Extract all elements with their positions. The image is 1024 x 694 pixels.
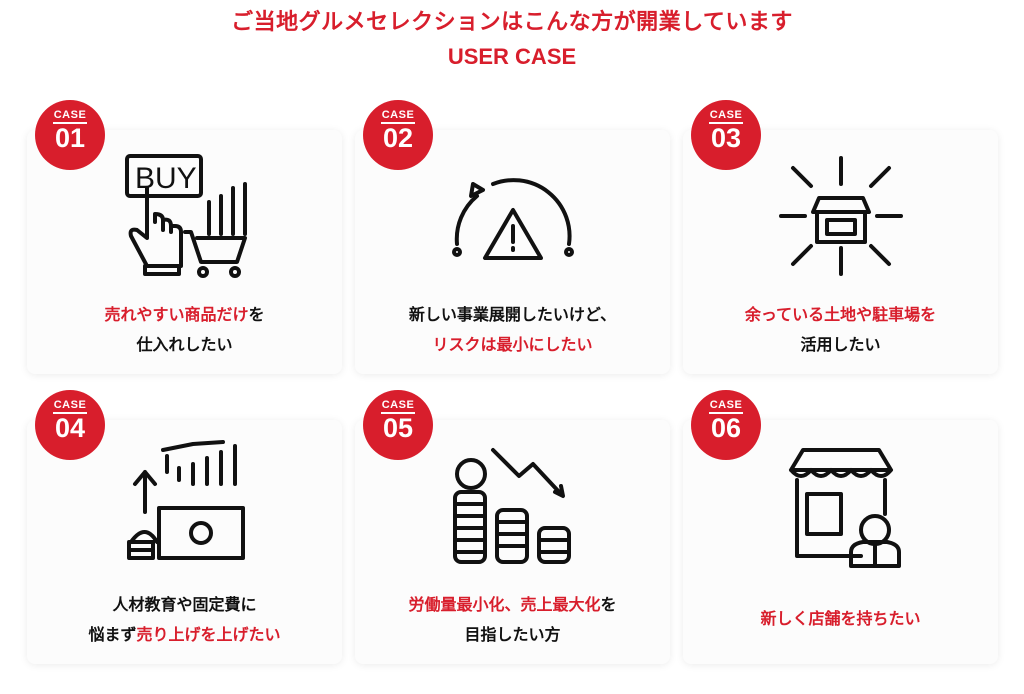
case-text: 活用したい — [800, 335, 881, 354]
highlight-text: 売り上げを上げたい — [136, 625, 281, 644]
highlight-text: リスクは最小にしたい — [432, 335, 593, 354]
case-text-line: 売れやすい商品だけを — [27, 300, 342, 330]
case-card-05: 労働量最小化、売上最大化を目指したい方 — [355, 420, 670, 664]
case-text-line: 労働量最小化、売上最大化を — [355, 590, 670, 620]
case-label: CASE — [380, 399, 416, 414]
highlight-text: 売れやすい商品だけ — [104, 305, 249, 324]
case-text-line: 仕入れしたい — [27, 330, 342, 360]
case-description: 労働量最小化、売上最大化を目指したい方 — [355, 590, 670, 650]
case-description: 売れやすい商品だけを仕入れしたい — [27, 300, 342, 360]
case-label: CASE — [52, 399, 88, 414]
case-text: 新しい事業展開したいけど、 — [408, 305, 617, 324]
case-text: を — [600, 595, 617, 614]
case-description: 新しい事業展開したいけど、リスクは最小にしたい — [355, 300, 670, 360]
highlight-text: 新しく店舗を持ちたい — [760, 609, 921, 628]
case-card-06: 新しく店舗を持ちたい — [683, 420, 998, 664]
svg-text:BUY: BUY — [135, 162, 197, 195]
case-text: 人材教育や固定費に — [112, 595, 257, 614]
case-card-04: 人材教育や固定費に悩まず売り上げを上げたい — [27, 420, 342, 664]
case-description: 余っている土地や駐車場を活用したい — [683, 300, 998, 360]
case-card-03: 余っている土地や駐車場を活用したい — [683, 130, 998, 374]
case-text: 悩まず — [88, 625, 137, 644]
case-text-line: 活用したい — [683, 330, 998, 360]
case-number: 05 — [382, 413, 414, 443]
case-text-line: 人材教育や固定費に — [27, 590, 342, 620]
store-expand-icon — [771, 148, 911, 283]
case-number: 02 — [382, 123, 414, 153]
case-description: 人材教育や固定費に悩まず売り上げを上げたい — [27, 590, 342, 650]
case-number: 04 — [54, 413, 86, 443]
section-title: ご当地グルメセレクションはこんな方が開業しています — [231, 10, 793, 35]
case-card-02: 新しい事業展開したいけど、リスクは最小にしたい — [355, 130, 670, 374]
case-text-line: 新しい事業展開したいけど、 — [355, 300, 670, 330]
case-label: CASE — [708, 109, 744, 124]
case-text-line: 悩まず売り上げを上げたい — [27, 620, 342, 650]
case-text: 目指したい方 — [464, 625, 561, 644]
case-text-line: 目指したい方 — [355, 620, 670, 650]
case-description: 新しく店舗を持ちたい — [683, 604, 998, 634]
case-text-line: 余っている土地や駐車場を — [683, 300, 998, 330]
highlight-text: 余っている土地や駐車場を — [744, 305, 937, 324]
case-label: CASE — [380, 109, 416, 124]
case-number: 06 — [710, 413, 742, 443]
coins-decline-icon — [443, 438, 583, 573]
section-subtitle: USER CASE — [447, 44, 577, 69]
case-text: 仕入れしたい — [136, 335, 233, 354]
case-label: CASE — [52, 109, 88, 124]
case-label: CASE — [708, 399, 744, 414]
case-text-line: 新しく店舗を持ちたい — [683, 604, 998, 634]
case-text-line: リスクは最小にしたい — [355, 330, 670, 360]
case-number: 01 — [54, 123, 86, 153]
risk-gauge-icon — [443, 148, 583, 283]
case-number: 03 — [710, 123, 742, 153]
growth-money-icon — [115, 438, 255, 573]
case-text: を — [248, 305, 265, 324]
buy-cart-chart-icon: BUY — [115, 148, 255, 283]
highlight-text: 労働量最小化、売上最大化 — [408, 595, 601, 614]
shop-owner-icon — [771, 438, 911, 573]
